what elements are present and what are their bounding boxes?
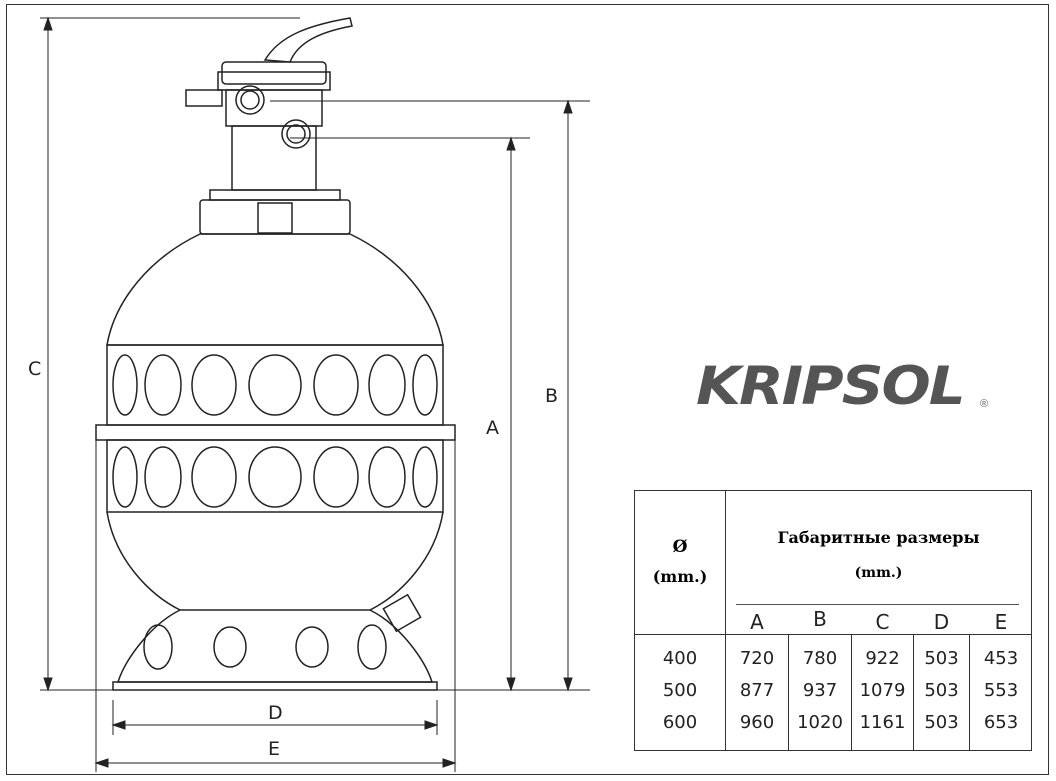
label-a: A [486,417,499,439]
logo-text: KRIPSOL [696,355,966,417]
registered-mark: ® [980,398,989,410]
column-header-b: B [813,607,827,631]
dimensions-table: Ø (mm.) Габаритные размеры (mm.) A B C D… [634,490,1032,751]
column-header-d: D [933,610,950,634]
cell-value-c: 1079 [859,680,906,701]
cell-value-e: 453 [983,648,1019,669]
diameter-header: Ø [672,537,688,557]
label-d: D [268,702,283,724]
dimension-lines [40,16,590,772]
cell-value-b: 937 [802,680,838,701]
label-e: E [268,738,280,760]
group-header: Габаритные размеры [777,528,980,547]
cell-value-e: 553 [983,680,1019,701]
drawing-frame [6,4,1049,775]
kripsol-logo: KRIPSOL ® [696,352,996,432]
cell-diameter: 400 [662,648,698,669]
cell-value-c: 1161 [859,712,906,733]
group-unit: (mm.) [854,565,903,581]
cell-value-a: 960 [739,712,775,733]
cell-value-d: 503 [924,712,959,733]
multiport-valve [185,17,353,235]
column-header-a: A [750,610,764,634]
cell-diameter: 500 [662,680,698,701]
cell-value-b: 780 [802,648,838,669]
cell-value-a: 877 [739,680,775,701]
filter-tank [95,233,456,691]
cell-diameter: 600 [662,712,698,733]
label-c: C [28,358,41,380]
column-header-e: E [994,610,1008,634]
cell-value-d: 503 [924,680,959,701]
label-b: B [545,385,558,407]
cell-value-b: 1020 [797,712,843,733]
cell-value-e: 653 [983,712,1019,733]
cell-value-c: 922 [865,648,900,669]
column-header-c: C [875,610,890,634]
diameter-unit: (mm.) [652,567,708,586]
cell-value-a: 720 [739,648,775,669]
cell-value-d: 503 [924,648,959,669]
